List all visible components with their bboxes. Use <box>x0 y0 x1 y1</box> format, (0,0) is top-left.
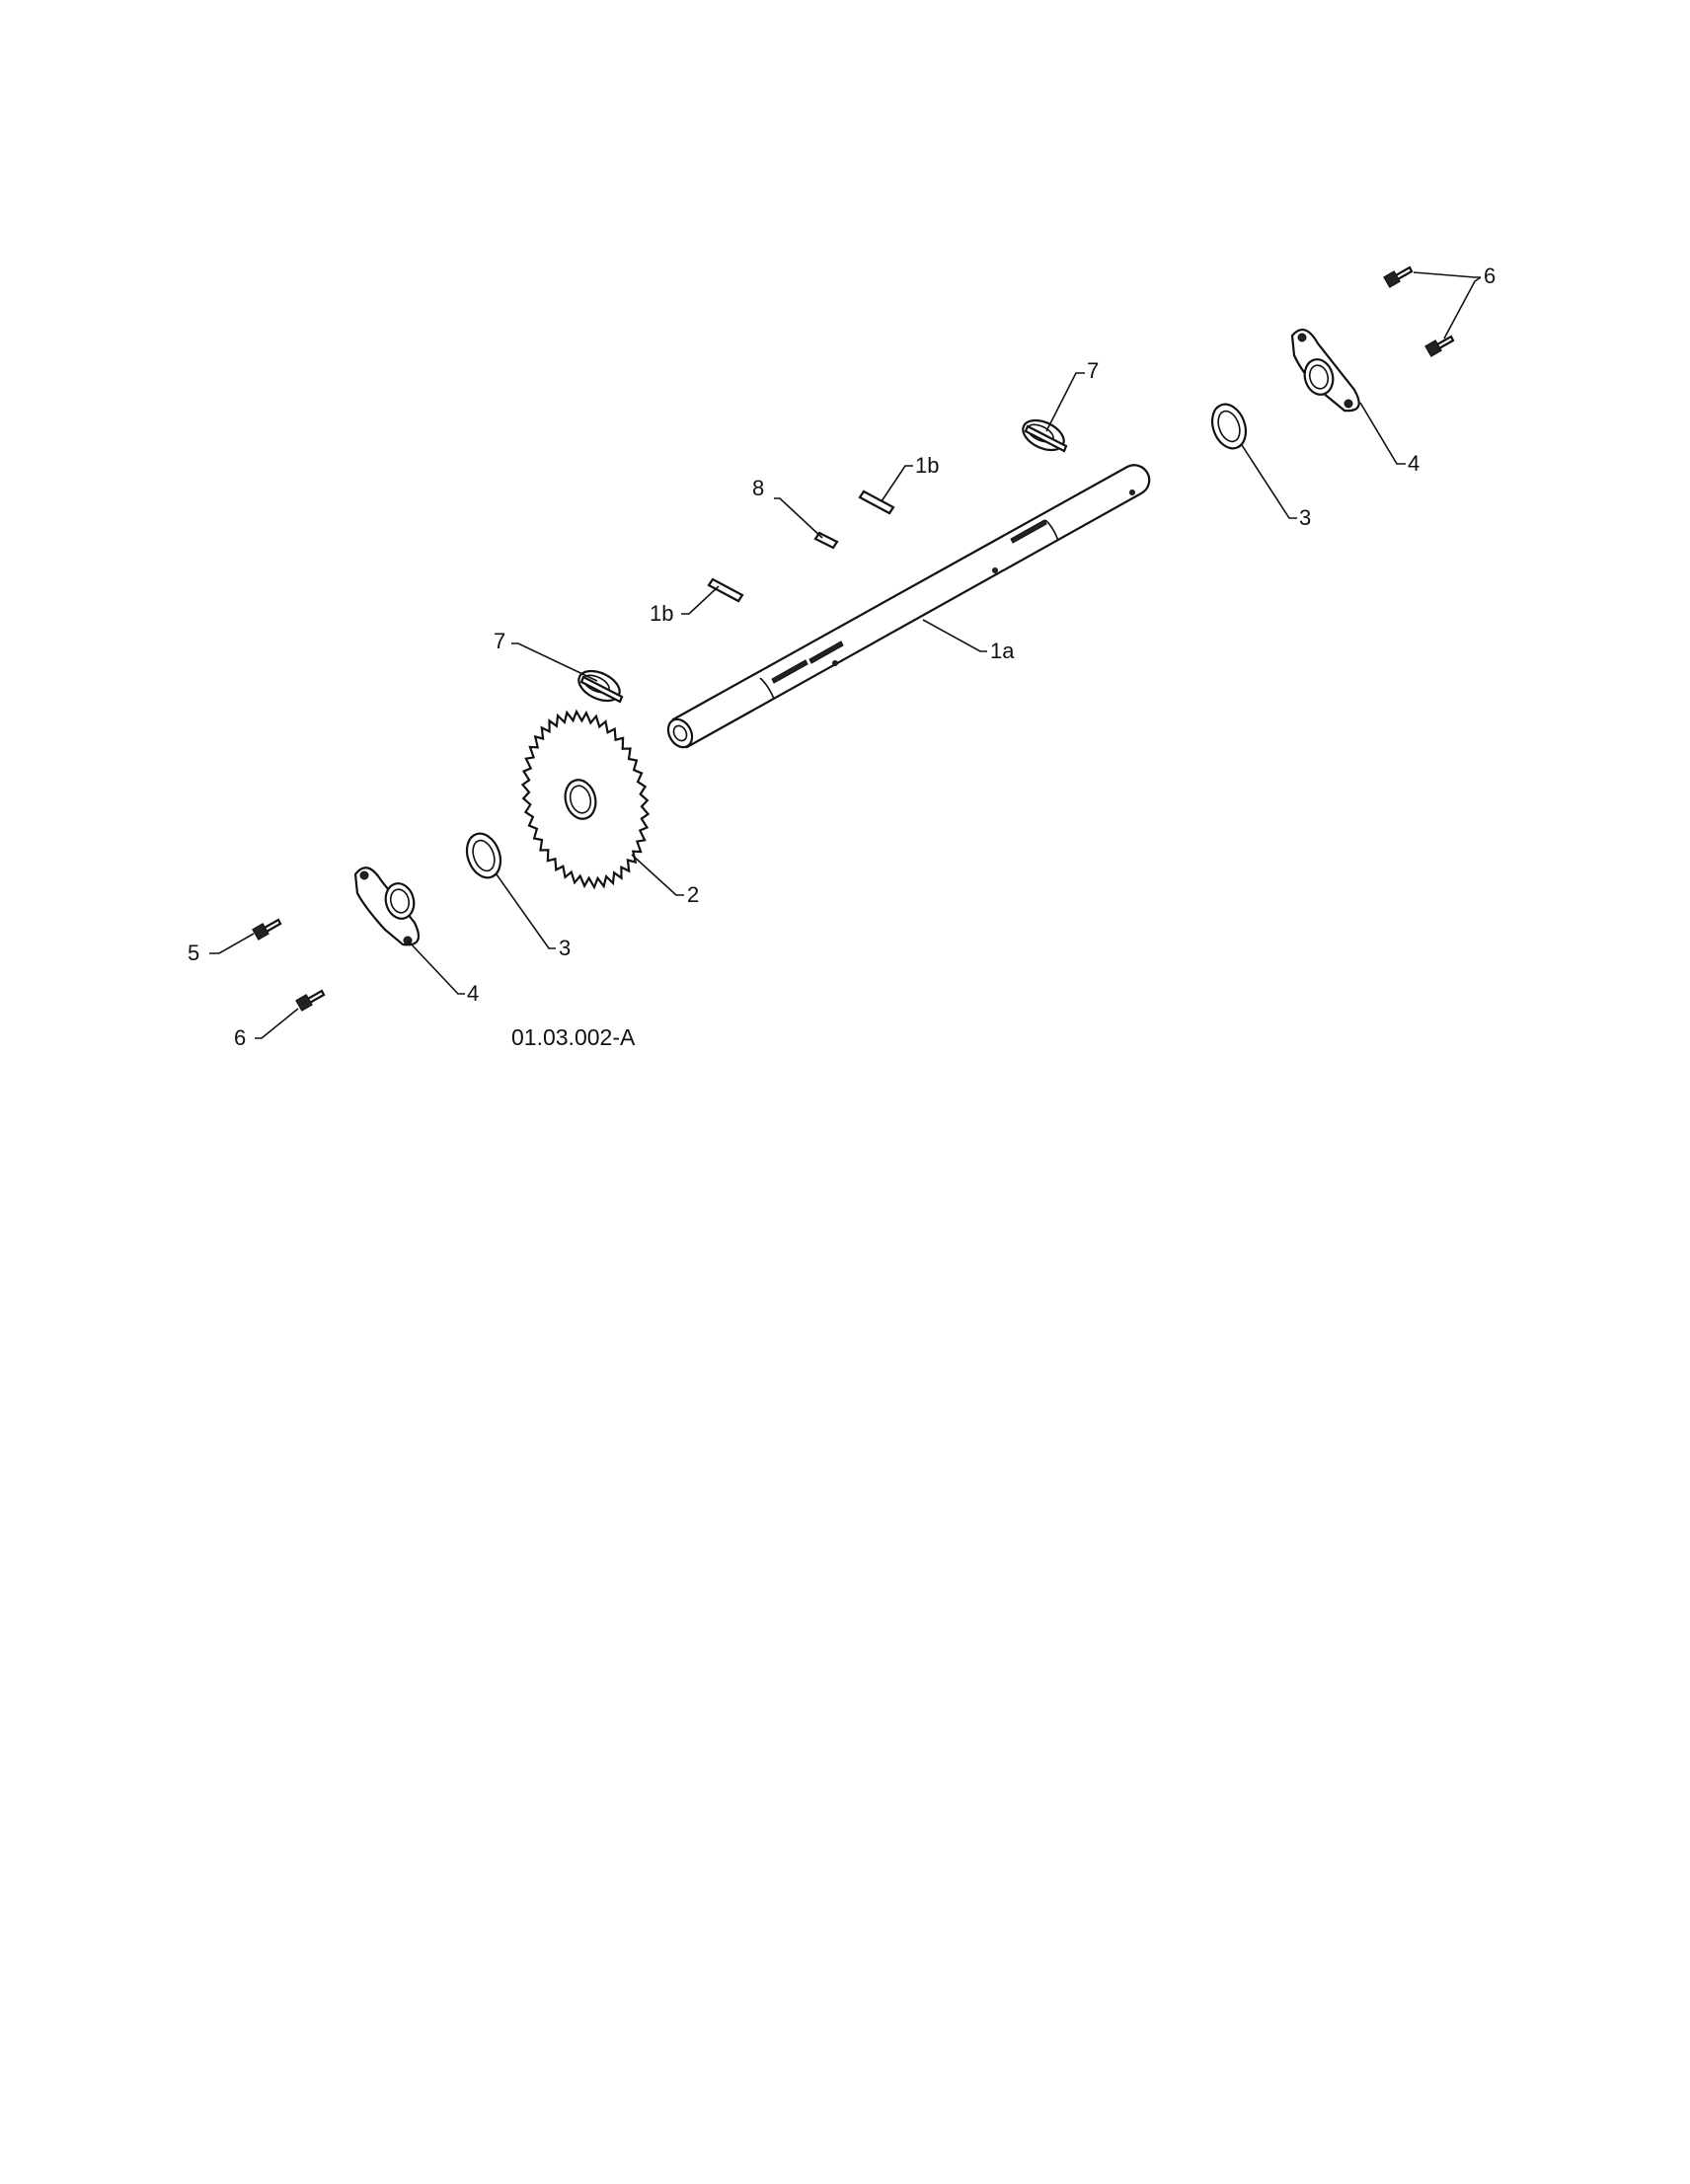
leader-3-right <box>1241 444 1297 519</box>
leader-3-left <box>496 873 556 949</box>
callout-2: 2 <box>687 882 699 907</box>
callout-8: 8 <box>752 476 764 500</box>
leader-2 <box>631 854 684 896</box>
callout-6-right: 6 <box>1484 264 1496 288</box>
hairpin-clip-lower <box>577 669 624 704</box>
figure-id: 01.03.002-A <box>511 1024 636 1050</box>
leader-1a <box>922 619 987 652</box>
washer-part-left <box>465 832 502 879</box>
callout-7-upper: 7 <box>1087 358 1099 383</box>
key-part-upper <box>858 490 895 515</box>
callout-5: 5 <box>188 941 199 965</box>
leader-6-upper <box>1413 271 1481 278</box>
nut-part-6-lower <box>1424 335 1455 357</box>
leader-4-right <box>1359 402 1406 465</box>
leader-6-left <box>255 1008 299 1039</box>
leader-5 <box>209 933 255 954</box>
sprocket-part <box>520 709 651 890</box>
bearing-flange-right <box>1290 329 1360 413</box>
leader-7-upper <box>1045 372 1085 432</box>
washer-part-right <box>1210 403 1248 450</box>
callout-3-left: 3 <box>559 936 571 960</box>
leader-1b-lower <box>681 585 720 615</box>
callout-3-right: 3 <box>1299 505 1311 530</box>
leader-lines <box>209 271 1482 1039</box>
callout-1b-lower: 1b <box>650 601 673 626</box>
shaft-part <box>666 464 1151 749</box>
leader-7-lower <box>511 642 598 682</box>
bearing-flange-left <box>353 866 421 946</box>
leader-1b-upper <box>881 465 913 502</box>
nut-part-6-left <box>295 989 326 1012</box>
bolt-part-5 <box>252 918 282 941</box>
leader-4-left <box>407 940 465 995</box>
callout-labels: 1a 1b 1b 8 7 7 2 3 3 4 4 5 6 6 <box>188 264 1496 1050</box>
key-part-lower <box>707 577 744 603</box>
callout-1a: 1a <box>990 639 1015 663</box>
callout-1b-upper: 1b <box>915 453 939 478</box>
hairpin-clip-upper <box>1022 418 1068 453</box>
nut-part-6-upper <box>1383 265 1414 288</box>
callout-4-left: 4 <box>467 981 479 1006</box>
callout-6-left: 6 <box>234 1025 246 1050</box>
callout-4-right: 4 <box>1408 451 1420 476</box>
leader-6-lower <box>1443 276 1482 339</box>
callout-7-lower: 7 <box>494 629 505 653</box>
leader-8 <box>774 497 823 539</box>
